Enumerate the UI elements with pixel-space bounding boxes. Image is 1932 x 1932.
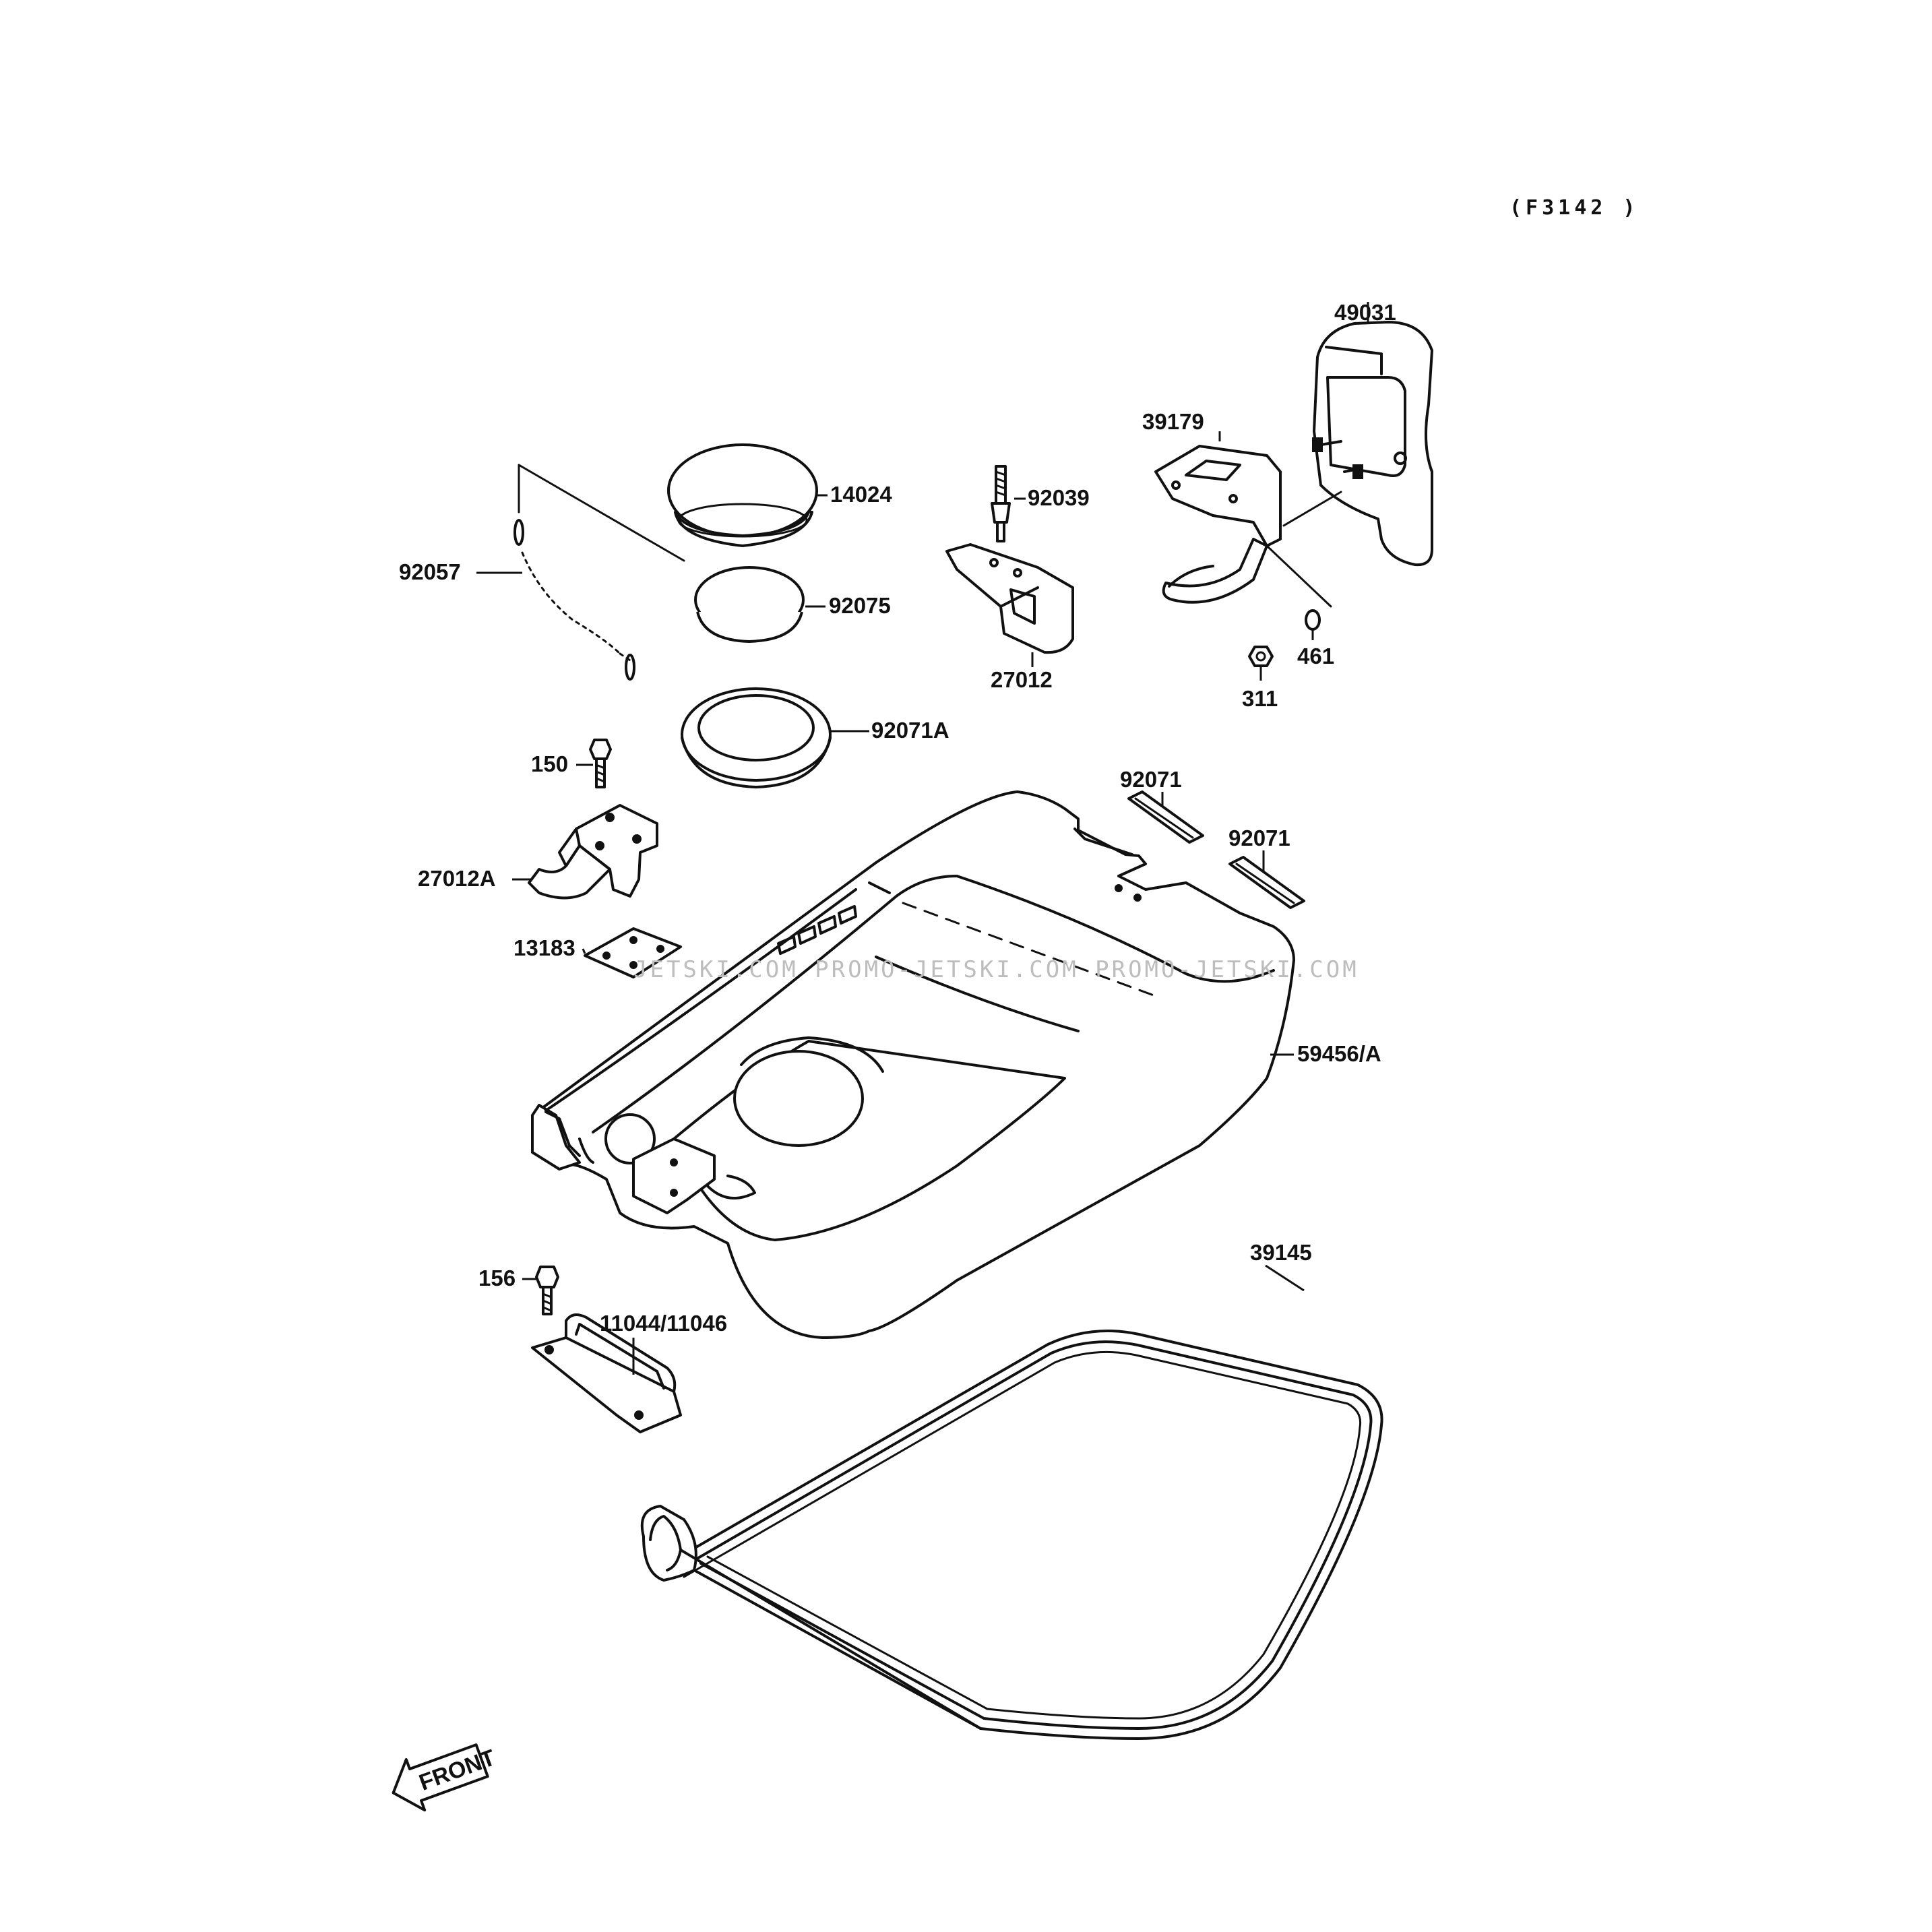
part-461-washer [1305, 609, 1321, 631]
part-27012A-bracket [528, 804, 658, 900]
front-arrow: FRONT [392, 1743, 499, 1812]
watermark: JETSKI.COM PROMO-JETSKI.COM PROMO-JETSKI… [633, 956, 1359, 983]
part-92075-plug [694, 566, 805, 643]
label-27012A: 27012A [418, 866, 496, 891]
label-156: 156 [478, 1266, 516, 1290]
part-13183-plate [584, 927, 682, 978]
label-92071-b: 92071 [1228, 825, 1290, 850]
part-92071-strip-a [1127, 790, 1204, 844]
part-156-bolt [535, 1266, 559, 1315]
label-150: 150 [531, 751, 568, 776]
part-92039-bolt [991, 465, 1011, 542]
part-39145-gasket [640, 1330, 1383, 1740]
part-27012-bracket [945, 543, 1074, 654]
label-92057: 92057 [399, 559, 461, 584]
part-39179-bracket [1154, 445, 1282, 604]
part-150-bolt [589, 739, 612, 788]
label-59456A: 59456/A [1297, 1041, 1381, 1066]
label-27012: 27012 [991, 667, 1053, 692]
label-92075: 92075 [829, 593, 891, 618]
label-461: 461 [1297, 644, 1334, 668]
label-311: 311 [1242, 686, 1278, 711]
label-92071A: 92071A [871, 718, 949, 743]
part-92057-chain [513, 464, 685, 681]
part-92071A-ring [681, 687, 832, 788]
part-92071-strip-b [1228, 856, 1305, 909]
diagram-code: (F3142 ) [1509, 196, 1640, 220]
part-11044-11046-handle [531, 1313, 682, 1433]
part-14024-cap [667, 443, 818, 547]
label-11044-11046: 11044/11046 [600, 1311, 727, 1336]
label-14024: 14024 [830, 482, 892, 507]
label-92071-a: 92071 [1120, 767, 1182, 792]
label-39179: 39179 [1142, 409, 1204, 434]
label-39145: 39145 [1250, 1240, 1312, 1265]
label-92039: 92039 [1028, 485, 1090, 510]
label-13183: 13183 [513, 935, 575, 960]
part-311-nut [1248, 646, 1274, 667]
part-49031-pad [1312, 321, 1433, 567]
part-59456A-hood [531, 790, 1295, 1339]
label-49031: 49031 [1334, 300, 1396, 325]
